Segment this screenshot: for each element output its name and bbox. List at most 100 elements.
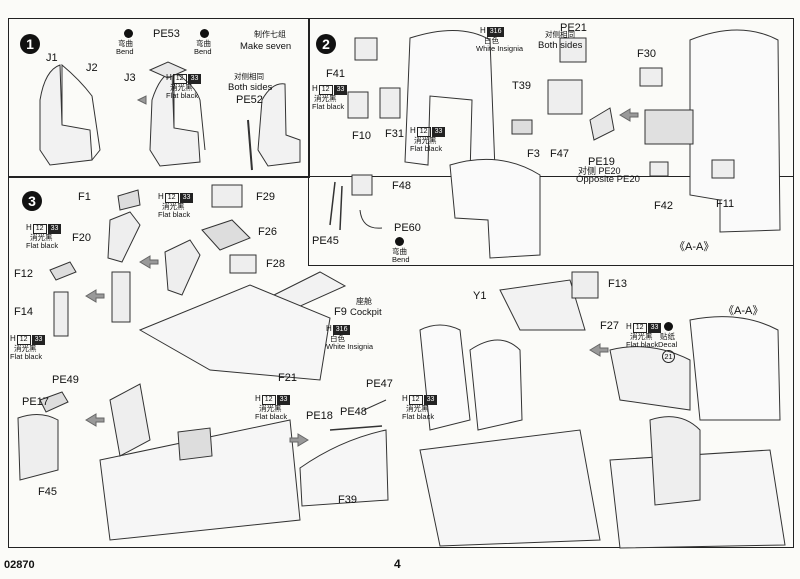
color-cn: 消光黑	[406, 404, 429, 413]
label-j2: J2	[86, 62, 98, 74]
label-f42: F42	[654, 200, 673, 212]
color-cn: 白色	[330, 334, 345, 343]
bend-en: Bend	[392, 255, 410, 264]
color-en: Flat black	[312, 102, 345, 111]
decal-en: Decal	[658, 340, 678, 349]
bend-icon	[200, 29, 209, 38]
color-code-1: 12	[261, 395, 276, 405]
color-code-2: 33	[333, 85, 348, 95]
label-f26: F26	[258, 226, 277, 238]
color-code: 316	[486, 27, 505, 37]
label-pe48: PE48	[340, 406, 367, 418]
both-sides-cn: 对侧相同	[234, 72, 264, 81]
color-code-1: 12	[408, 395, 423, 405]
color-cn: 白色	[484, 36, 499, 45]
label-f28: F28	[266, 258, 285, 270]
color-h: H	[480, 26, 486, 35]
color-cn: 消光黑	[259, 404, 282, 413]
bend-right-cn: 弯曲	[196, 39, 211, 48]
label-f11: F11	[716, 198, 735, 210]
label-f29: F29	[256, 191, 275, 203]
color-code: 316	[332, 325, 351, 335]
step1-number: 1	[20, 34, 40, 54]
decal-cn: 贴纸	[660, 332, 675, 341]
label-pe52: PE52	[236, 94, 263, 106]
color-h: H	[410, 126, 416, 135]
color-code-2: 33	[47, 224, 62, 234]
both-sides-en: Both sides	[538, 40, 583, 51]
page-number: 4	[394, 557, 401, 571]
bend-left-en: Bend	[116, 47, 134, 56]
label-f47: F47	[550, 148, 569, 160]
label-pe18: PE18	[306, 410, 333, 422]
color-en: Flat black	[402, 412, 435, 421]
label-pe49: PE49	[52, 374, 79, 386]
both-sides-en: Both sides	[228, 82, 273, 93]
color-cn: 消光黑	[414, 136, 437, 145]
label-j1: J1	[46, 52, 58, 64]
color-code-2: 33	[647, 323, 662, 333]
label-f27: F27	[600, 320, 619, 332]
color-cn: 消光黑	[630, 332, 653, 341]
bend-icon	[124, 29, 133, 38]
color-h: H	[158, 192, 164, 201]
step2-panel	[308, 18, 794, 266]
color-cn: 消光黑	[162, 202, 185, 211]
color-cn: 消光黑	[30, 233, 53, 242]
section-aa: 《A-A》	[674, 241, 715, 253]
step3-panel	[8, 176, 794, 548]
color-code-2: 33	[179, 193, 194, 203]
color-code-1: 12	[172, 74, 187, 84]
opposite-cn: 对侧 PE20	[578, 166, 621, 176]
kit-number: 02870	[4, 559, 35, 571]
color-code-1: 12	[632, 323, 647, 333]
color-en: Flat black	[410, 144, 443, 153]
color-h: H	[326, 324, 332, 333]
color-en: Flat black	[166, 91, 199, 100]
color-en: Flat black	[255, 412, 288, 421]
cockpit-cn: 座舱	[356, 297, 372, 306]
decal-icon	[664, 322, 673, 331]
label-y1: Y1	[473, 290, 487, 302]
color-code-2: 33	[423, 395, 438, 405]
color-code-2: 33	[431, 127, 446, 137]
bend-cn: 弯曲	[392, 247, 407, 256]
color-en: Flat black	[26, 241, 59, 250]
step3-number: 3	[22, 191, 42, 211]
opposite-en: Opposite PE20	[576, 174, 640, 185]
make-seven-en: Make seven	[240, 41, 292, 52]
color-code-1: 12	[16, 335, 31, 345]
color-code-1: 12	[32, 224, 47, 234]
label-f1: F1	[78, 191, 91, 203]
label-f20: F20	[72, 232, 91, 244]
color-h: H	[312, 84, 318, 93]
color-en: White Insignia	[476, 44, 524, 53]
label-pe21: PE21	[560, 22, 587, 34]
label-j3: J3	[124, 72, 136, 84]
label-f21: F21	[278, 372, 297, 384]
bend-icon	[395, 237, 404, 246]
color-cn: 消光黑	[314, 94, 337, 103]
label-f41: F41	[326, 68, 345, 80]
label-f10: F10	[352, 130, 371, 142]
color-code-1: 12	[318, 85, 333, 95]
label-f39: F39	[338, 494, 357, 506]
color-code-2: 33	[276, 395, 291, 405]
label-f9: F9	[334, 306, 347, 318]
label-f45: F45	[38, 486, 57, 498]
color-code-2: 33	[31, 335, 46, 345]
step2-number: 2	[316, 34, 336, 54]
make-seven-cn: 制作七组	[254, 30, 286, 39]
